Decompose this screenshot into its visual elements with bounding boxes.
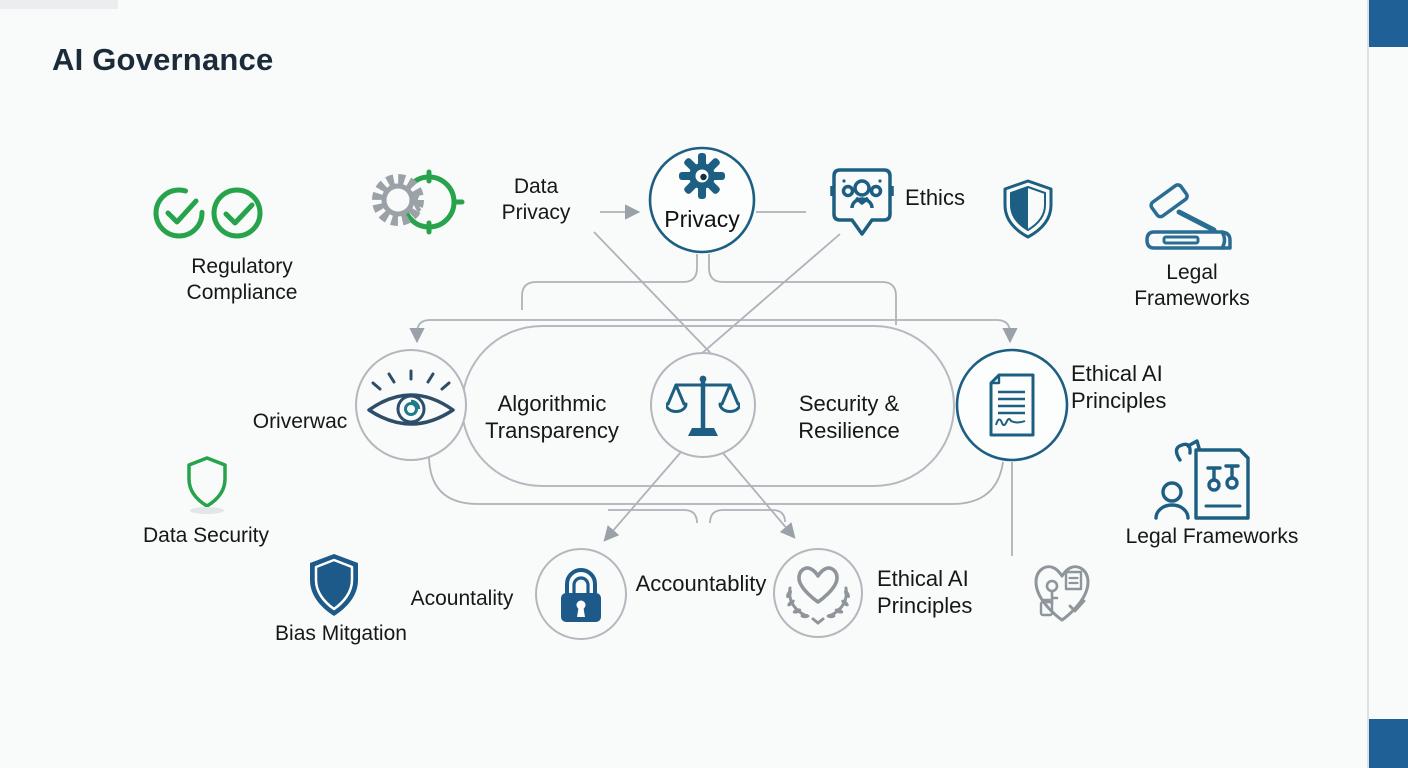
right-edge-divider [1367,0,1369,768]
top-right-blue-block [1369,0,1408,47]
wide-bracket-left [409,319,713,344]
bottom-right-blue-block [1369,719,1408,768]
arrow-scales-lock [603,451,682,542]
heart-node-circle [773,548,863,638]
label-ethical-ai-right: Ethical AI Principles [1071,361,1167,414]
wide-bracket-right [713,319,1018,344]
label-privacy: Privacy [664,206,740,232]
diagonal-left [593,231,725,368]
label-bias-mitigation: Bias Mitgation [275,622,407,645]
page-title: AI Governance [52,42,274,77]
heart-laurel-icon [786,566,850,625]
privacy-node-circle [648,146,756,254]
double-checkmark-icon [153,187,263,239]
padlock-icon [561,568,601,622]
label-data-privacy: Data Privacy [501,175,571,225]
bracket-privacy-right [708,254,897,325]
label-ethics: Ethics [905,185,965,210]
bottom-fork-left [608,509,698,524]
people-badge-icon [830,168,894,236]
label-ethical-ai-bottom: Ethical AI Principles [877,566,973,619]
bracket-privacy-left [521,254,698,310]
heart-key-icon [1034,565,1090,622]
gear-icon [679,153,725,199]
label-oversight: Oriverwac [252,410,348,433]
arrow-scales-heart [721,451,796,539]
label-data-security: Data Security [142,524,270,547]
shield-filled-icon [310,554,358,616]
bottom-fork-right [709,509,786,524]
gear-target-icon [372,169,465,235]
eye-icon [367,369,455,426]
gavel-book-icon [1145,183,1232,250]
shield-outline-icon [187,456,227,508]
label-accountability-left: Acountality [410,587,514,610]
person-document-icon [1154,439,1250,520]
top-left-gray-strip [0,0,118,9]
label-legal-frameworks-top: Legal Frameworks [1134,261,1250,311]
signed-document-icon [989,373,1035,437]
label-regulatory-compliance: Regulatory Compliance [186,255,298,305]
bottom-outer-bracket [428,454,1004,505]
balance-scale-icon [666,375,740,436]
shield-shadow [190,507,224,514]
diagonal-right [685,233,841,368]
label-algorithmic-transparency: Algorithmic Transparency [485,391,619,444]
label-legal-frameworks-bottom: Legal Frameworks [1125,525,1299,548]
label-security-resilience: Security & Resilience [798,391,900,444]
label-accountability-center: Accountablity [635,571,767,596]
half-shield-icon [1003,179,1053,239]
